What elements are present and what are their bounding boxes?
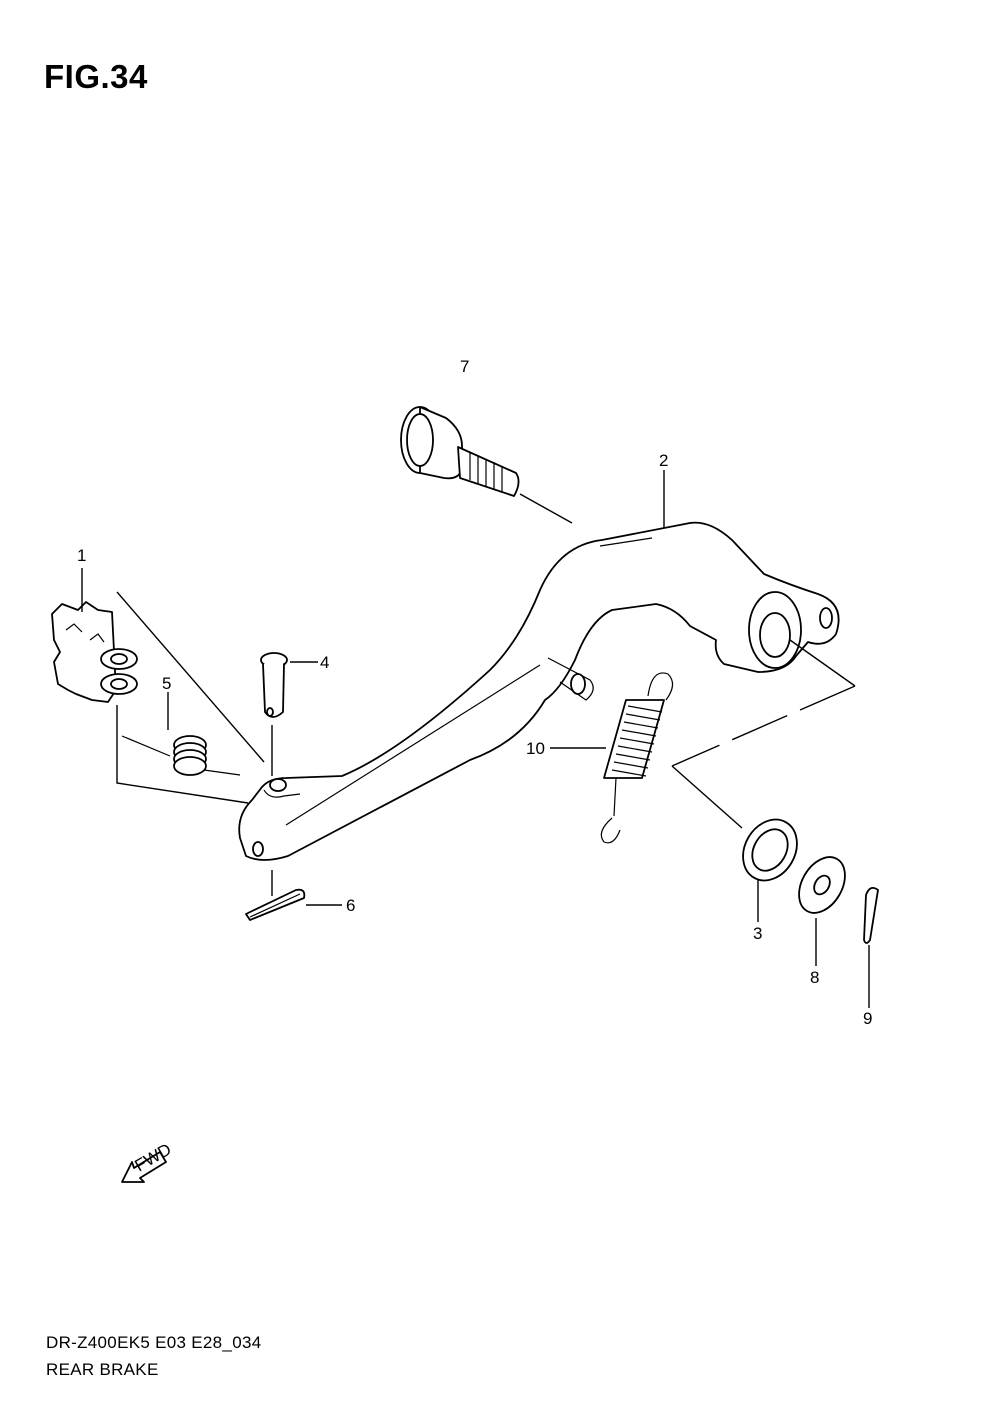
callout-6: 6 — [346, 896, 355, 915]
washer-part-8[interactable] — [790, 849, 855, 921]
callout-1: 1 — [77, 546, 86, 565]
brake-pedal-part-2[interactable] — [238, 521, 840, 861]
forward-direction-arrow-icon: FWD — [121, 1140, 175, 1183]
callout-3: 3 — [753, 924, 762, 943]
cotter-pin-part-6[interactable] — [245, 888, 306, 921]
section-name: REAR BRAKE — [46, 1360, 159, 1379]
seal-part-3[interactable] — [732, 810, 807, 890]
callout-5: 5 — [162, 674, 171, 693]
clevis-pin-part-4[interactable] — [260, 652, 288, 718]
callout-9: 9 — [863, 1009, 872, 1028]
pedal-spring-part-10[interactable] — [600, 672, 674, 844]
model-code: DR-Z400EK5 E03 E28_034 — [46, 1333, 262, 1352]
cotter-pin-part-9[interactable] — [863, 886, 879, 944]
callout-4: 4 — [320, 653, 329, 672]
pedal-plate-part-1[interactable] — [51, 601, 138, 703]
callout-7: 7 — [460, 357, 469, 376]
figure-title: FIG.34 — [44, 58, 148, 95]
callout-8: 8 — [810, 968, 819, 987]
pivot-bolt-part-7[interactable] — [400, 406, 520, 497]
callout-2: 2 — [659, 451, 668, 470]
return-spring-part-5[interactable] — [121, 735, 241, 776]
callout-10: 10 — [526, 739, 545, 758]
